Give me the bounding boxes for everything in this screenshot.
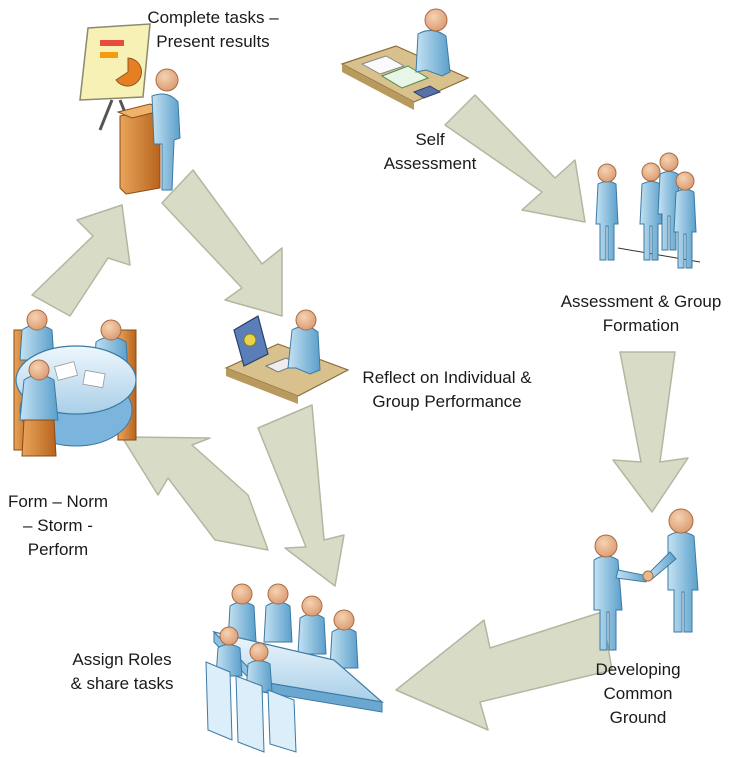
label-assign-roles: Assign Roles & share tasks — [70, 650, 174, 693]
label-reflect: Reflect on Individual & Group Performanc… — [362, 368, 532, 411]
presenter-person — [151, 93, 181, 191]
label-group-formation: Assessment & Group Formation — [560, 292, 722, 335]
reflect-person — [287, 326, 321, 375]
label-complete-tasks: Complete tasks – Present results — [147, 8, 279, 51]
reflect-person-head — [295, 309, 317, 331]
label-form-norm: Form – Norm – Storm - Perform — [7, 492, 109, 559]
arrow-present-to-reflect — [161, 169, 283, 317]
handshake-hands — [642, 570, 654, 582]
arrow-reflect-to-assign — [257, 404, 345, 587]
group-formation-illustration — [595, 152, 701, 269]
standing-person-4 — [673, 171, 697, 269]
label-self-assessment: Self Assessment — [383, 130, 477, 173]
handshake-illustration — [593, 508, 699, 651]
round-table-illustration — [13, 309, 137, 457]
arrow-assign-to-formnorm — [121, 436, 269, 551]
meeting-front-row — [215, 626, 273, 693]
pie-chart-icon — [115, 57, 142, 87]
handshake-person-left — [593, 534, 649, 651]
meeting-chairs — [205, 661, 297, 753]
arrow-formnorm-to-present — [31, 204, 131, 317]
document — [360, 55, 406, 75]
meeting-back-row — [227, 583, 359, 669]
handshake-person-right — [647, 508, 699, 633]
self-person-head — [424, 8, 448, 32]
self-person — [415, 30, 451, 77]
arrow-developing-to-assign — [395, 611, 613, 731]
arrow-self-to-formation — [444, 94, 586, 223]
self-assessment-illustration — [340, 8, 470, 110]
standing-person-1 — [595, 163, 619, 261]
arrow-formation-to-developing — [612, 351, 689, 513]
reflect-illustration — [224, 309, 350, 404]
person-front — [19, 374, 59, 421]
label-developing: Developing Common Ground — [595, 660, 681, 727]
presenter-head — [155, 68, 179, 92]
flow-arrows — [31, 94, 689, 731]
calculator-icon — [412, 85, 442, 99]
presenter-illustration — [79, 23, 181, 195]
meeting-table-illustration — [205, 583, 384, 753]
